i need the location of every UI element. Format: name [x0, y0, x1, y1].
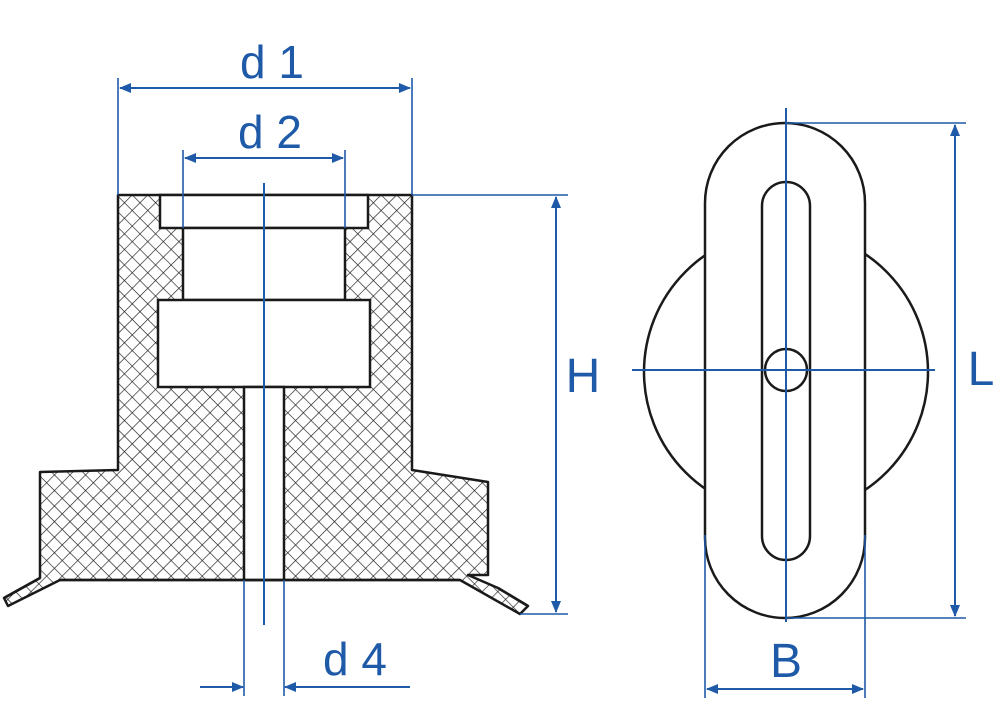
d2-label: d 2: [238, 106, 302, 158]
dimension-l: L: [786, 122, 995, 619]
top-view: [632, 108, 935, 622]
section-view: [2, 183, 530, 625]
dimension-b: B: [704, 535, 866, 698]
dimension-d1: d 1: [117, 36, 413, 195]
h-label: H: [566, 350, 601, 403]
dimension-h: H: [412, 194, 601, 615]
d4-label: d 4: [323, 633, 387, 685]
dimension-d4: d 4: [200, 580, 410, 696]
l-label: L: [968, 343, 995, 396]
cup-lip: [3, 576, 529, 608]
b-label: B: [770, 635, 802, 688]
d1-label: d 1: [240, 36, 304, 88]
dimension-d2: d 2: [182, 106, 346, 228]
